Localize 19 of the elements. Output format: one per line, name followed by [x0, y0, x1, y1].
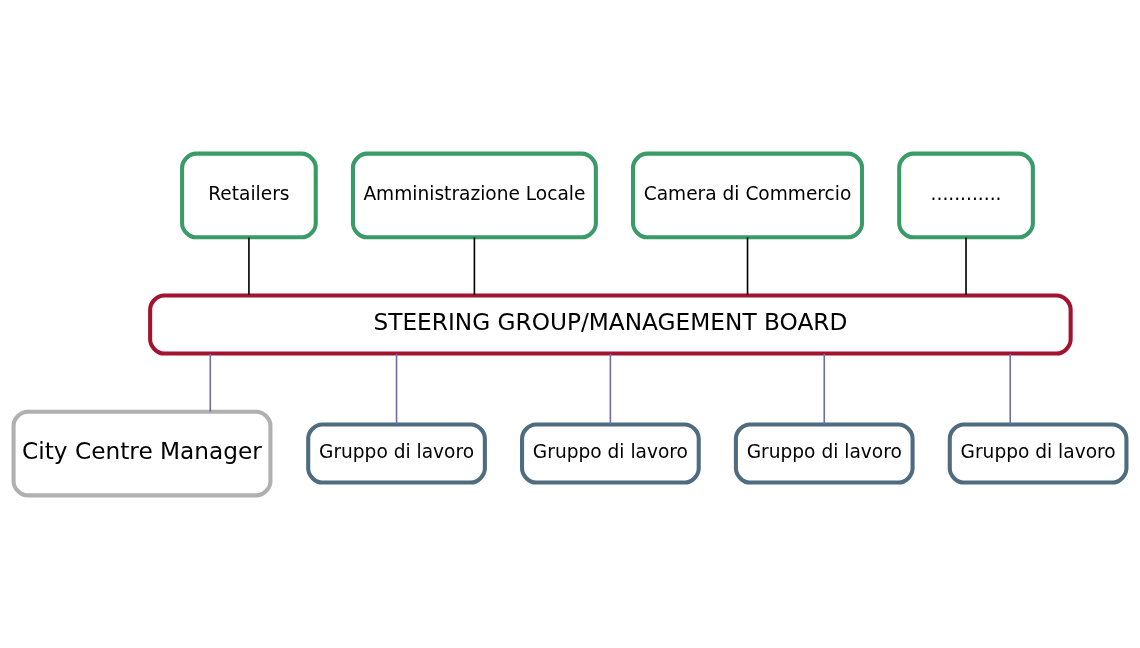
connector	[609, 352, 612, 425]
connector	[965, 236, 967, 296]
node-box: ............	[897, 151, 1035, 239]
node-box: Gruppo di lavoro	[306, 421, 487, 485]
connector	[209, 352, 212, 412]
connector	[395, 352, 398, 425]
connector	[746, 236, 749, 296]
connector	[823, 352, 826, 425]
connector	[473, 236, 476, 296]
node-box: STEERING GROUP/MANAGEMENT BOARD	[148, 292, 1073, 356]
node-box: Camera di Commercio	[631, 151, 865, 239]
node-box: Gruppo di lavoro	[520, 421, 701, 485]
node-box: Gruppo di lavoro	[947, 421, 1129, 485]
node-box: Gruppo di lavoro	[733, 421, 915, 485]
connector	[248, 236, 250, 296]
node-box: Amministrazione Locale	[350, 151, 598, 239]
node-box: City Centre Manager	[11, 409, 273, 497]
connector	[1009, 352, 1011, 425]
node-box: Retailers	[180, 151, 318, 239]
